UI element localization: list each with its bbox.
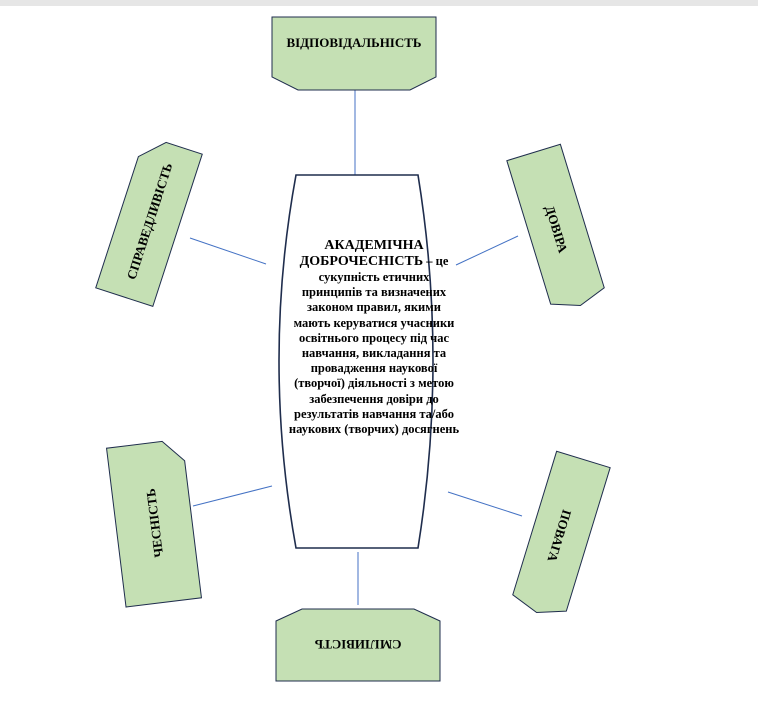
connectors xyxy=(189,90,523,605)
value-label: СМІЛИВІСТЬ xyxy=(315,637,402,652)
value-node-trust: ДОВІРА xyxy=(506,143,605,307)
central-definition-shape xyxy=(278,174,434,549)
value-node-respect: ПОВАГА xyxy=(512,450,611,614)
value-box xyxy=(275,608,441,682)
value-node-responsibility: ВІДПОВІДАЛЬНІСТЬ xyxy=(271,16,437,91)
connector-honesty xyxy=(192,485,273,507)
value-box xyxy=(512,450,611,614)
value-box xyxy=(95,141,203,307)
value-label: ВІДПОВІДАЛЬНІСТЬ xyxy=(286,35,421,50)
top-scrollbar-strip xyxy=(0,0,758,6)
central-definition-body: – це сукупність етичних принципів та виз… xyxy=(288,254,460,437)
value-node-honesty: ЧЕСНІСТЬ xyxy=(105,440,203,608)
value-node-fairness: СПРАВЕДЛИВІСТЬ xyxy=(95,141,203,307)
connector-trust xyxy=(455,235,519,266)
connector-respect xyxy=(447,491,523,517)
value-box xyxy=(105,440,203,608)
value-node-courage: СМІЛИВІСТЬ xyxy=(275,608,441,682)
value-box xyxy=(506,143,605,307)
central-title: АКАДЕМІЧНА ДОБРОЧЕСНІСТЬ xyxy=(299,238,424,269)
value-box xyxy=(271,16,437,91)
central-definition-text: АКАДЕМІЧНА ДОБРОЧЕСНІСТЬ – це сукупність… xyxy=(288,238,460,437)
connector-fairness xyxy=(189,237,267,265)
